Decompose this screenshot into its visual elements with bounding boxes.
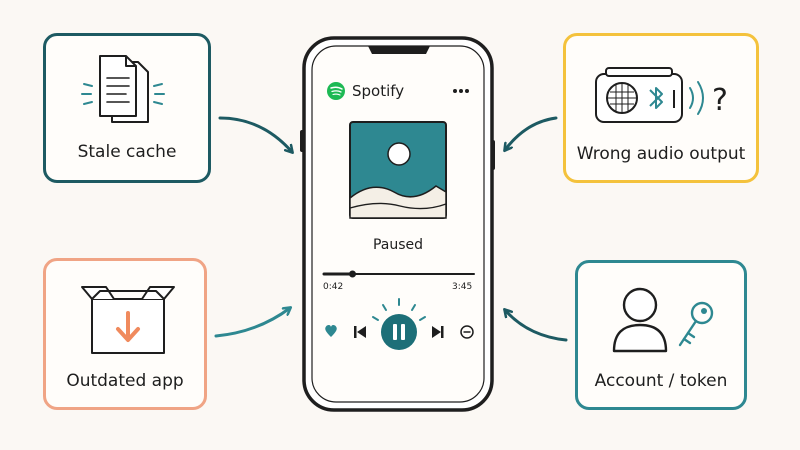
ellipsis-icon[interactable] [453, 89, 469, 93]
phone-notch [368, 46, 430, 54]
arrow-stale-to-phone [218, 116, 292, 152]
playback-status: Paused [372, 237, 424, 253]
arrow-wrong-to-phone [505, 116, 558, 150]
next-icon[interactable] [432, 326, 444, 338]
documents-icon [81, 55, 165, 123]
remove-icon[interactable] [460, 325, 474, 339]
progress-bar[interactable] [322, 270, 475, 278]
album-art [349, 121, 447, 219]
app-name: Spotify [352, 82, 405, 100]
outdated-app-label: Outdated app [66, 371, 184, 391]
wrong-audio-output-card: ? Wrong audio output [563, 33, 759, 183]
account-token-label: Account / token [594, 371, 728, 391]
outdated-app-card: Outdated app [43, 258, 207, 410]
stale-cache-label: Stale cache [77, 142, 177, 162]
svg-text:?: ? [712, 83, 728, 118]
spotify-logo-icon [327, 82, 345, 100]
pause-icon [393, 324, 397, 340]
wrong-audio-output-label: Wrong audio output [576, 144, 746, 164]
arrow-account-to-phone [505, 310, 568, 342]
user-key-icon [612, 287, 714, 353]
account-token-card: Account / token [575, 260, 747, 410]
bluetooth-speaker-icon: ? [595, 67, 728, 123]
elapsed-time: 0:42 [323, 282, 344, 292]
duration-time: 3:45 [452, 282, 473, 292]
stale-cache-card: Stale cache [43, 33, 211, 183]
heart-icon[interactable] [325, 325, 337, 337]
previous-icon[interactable] [354, 326, 366, 338]
progress-knob[interactable] [349, 270, 356, 278]
box-download-icon [81, 286, 175, 354]
arrow-outdated-to-phone [214, 308, 290, 338]
pause-button[interactable] [372, 298, 426, 350]
